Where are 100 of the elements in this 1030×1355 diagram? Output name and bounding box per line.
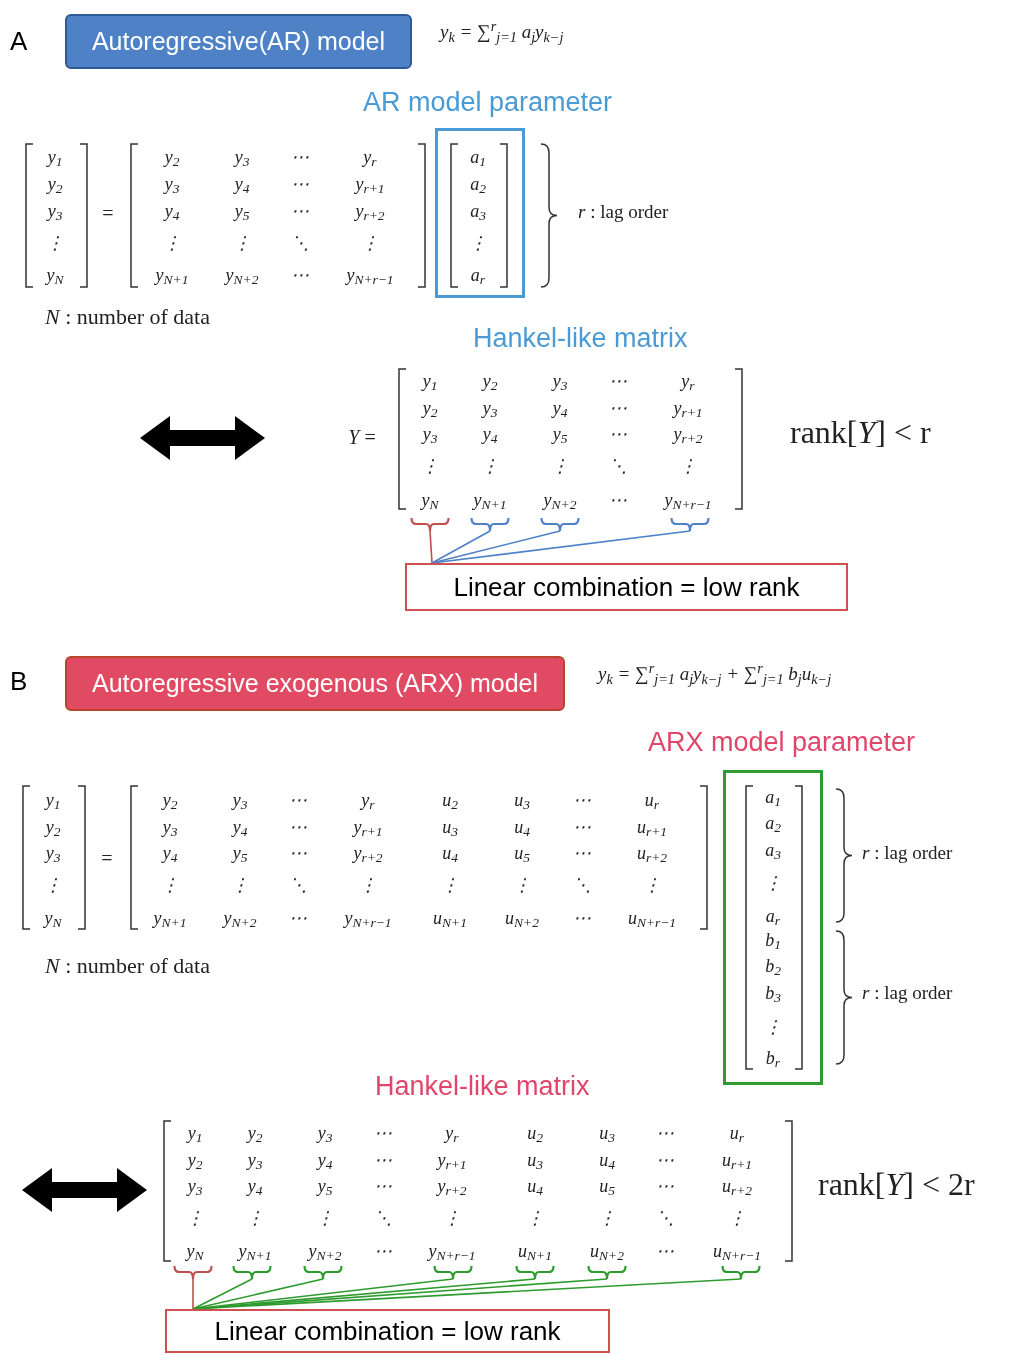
matrix-entry: ⋯ (656, 1151, 674, 1169)
panel-letter: A (10, 28, 28, 54)
matrix-entry: y$_{r+1}$ (355, 175, 385, 193)
matrix-entry: u$_{3}$ (599, 1124, 615, 1142)
vector-entry: y$_{N}$ (44, 909, 62, 927)
matrix-entry: ⋮ (359, 876, 377, 894)
matrix-entry: y$_{4}$ (234, 175, 250, 193)
matrix-entry: ⋮ (551, 457, 569, 475)
lag-order-note: r : lag order (578, 202, 669, 221)
vector-entry: y$_{1}$ (47, 148, 63, 166)
matrix-entry: y$_{r}$ (445, 1124, 459, 1142)
matrix-entry: y$_{N+1}$ (473, 491, 507, 509)
matrix-entry: u$_{4}$ (514, 818, 530, 836)
matrix-entry: ⋮ (441, 876, 459, 894)
parameter-heading: AR model parameter (363, 89, 613, 116)
matrix-entry: y$_{3}$ (187, 1177, 203, 1195)
vector-entry: ⋮ (764, 871, 782, 895)
underbrace (540, 518, 580, 532)
underbrace (433, 1266, 473, 1280)
matrix-entry: y$_{4}$ (482, 425, 498, 443)
matrix-entry: u$_{3}$ (442, 818, 458, 836)
matrix-entry: u$_{3}$ (514, 791, 530, 809)
matrix-entry: y$_{r}$ (681, 372, 695, 390)
matrix-entry: y$_{4}$ (164, 202, 180, 220)
matrix-heading: Hankel-like matrix (473, 325, 688, 352)
vector-entry: y$_{2}$ (45, 818, 61, 836)
matrix-entry: ⋮ (643, 876, 661, 894)
matrix-entry: u$_{N+1}$ (518, 1242, 552, 1260)
panel-letter: B (10, 668, 28, 694)
matrix-name: Y = (348, 427, 376, 447)
equals-sign: = (101, 848, 113, 868)
matrix-entry: ⋯ (656, 1124, 674, 1142)
equals-sign: = (102, 203, 114, 223)
matrix-entry: y$_{2}$ (482, 372, 498, 390)
matrix-entry: ⋯ (374, 1151, 392, 1169)
matrix-entry: y$_{3}$ (422, 425, 438, 443)
matrix-entry: y$_{N+2}$ (225, 266, 259, 284)
vector-entry: b$_{r}$ (765, 1046, 781, 1072)
matrix-entry: y$_{3}$ (317, 1124, 333, 1142)
matrix-entry: ⋮ (316, 1209, 334, 1227)
matrix-entry: u$_{N+1}$ (433, 909, 467, 927)
matrix-entry: ⋯ (573, 791, 591, 809)
vector-entry: a$_{3}$ (765, 838, 781, 864)
matrix-entry: ⋯ (291, 148, 309, 166)
vector-entry: y$_{N}$ (46, 266, 64, 284)
matrix-entry: y$_{2}$ (247, 1124, 263, 1142)
matrix-entry: ⋯ (289, 909, 307, 927)
matrix-entry: y$_{3}$ (162, 818, 178, 836)
matrix-entry: ⋮ (679, 457, 697, 475)
matrix-entry: y$_{4}$ (232, 818, 248, 836)
leader-line (429, 530, 433, 564)
matrix-entry: u$_{r+2}$ (721, 1177, 753, 1195)
matrix-entry: ⋮ (728, 1209, 746, 1227)
matrix-entry: ⋯ (291, 175, 309, 193)
matrix-entry: ⋱ (291, 234, 309, 252)
vector-entry: ⋮ (764, 1015, 782, 1039)
underbrace (232, 1266, 272, 1280)
matrix-entry: ⋯ (291, 202, 309, 220)
matrix-entry: y$_{N+1}$ (238, 1242, 272, 1260)
matrix-entry: ⋱ (609, 457, 627, 475)
matrix-entry: u$_{4}$ (442, 844, 458, 862)
matrix-entry: ⋱ (573, 876, 591, 894)
matrix-entry: y$_{N+2}$ (223, 909, 257, 927)
annotation-box: Linear combination = low rank (165, 1309, 610, 1353)
lag-order-note: r : lag order (862, 843, 953, 862)
underbrace (670, 518, 710, 532)
matrix-entry: ⋮ (598, 1209, 616, 1227)
vector-entry: ⋮ (469, 231, 487, 255)
matrix-entry: y$_{3}$ (482, 399, 498, 417)
matrix-entry: y$_{3}$ (234, 148, 250, 166)
matrix-entry: y$_{4}$ (247, 1177, 263, 1195)
vector-entry: ⋮ (44, 876, 62, 894)
matrix-entry: y$_{r+2}$ (673, 425, 703, 443)
matrix-entry: ⋯ (609, 372, 627, 390)
matrix-entry: y$_{2}$ (162, 791, 178, 809)
vector-entry: a$_{1}$ (470, 145, 486, 171)
matrix-entry: y$_{N}$ (421, 491, 439, 509)
matrix-entry: y$_{N+r−1}$ (344, 909, 392, 927)
matrix-entry: ⋯ (374, 1177, 392, 1195)
matrix-entry: ⋯ (289, 818, 307, 836)
matrix-entry: ⋯ (374, 1242, 392, 1260)
data-count-note: N : number of data (45, 955, 210, 977)
matrix-entry: ⋮ (163, 234, 181, 252)
leader-line (431, 530, 491, 564)
matrix-entry: ⋮ (231, 876, 249, 894)
matrix-entry: y$_{5}$ (234, 202, 250, 220)
matrix-entry: ⋯ (573, 844, 591, 862)
matrix-entry: u$_{r}$ (729, 1124, 745, 1142)
matrix-entry: y$_{1}$ (187, 1124, 203, 1142)
matrix-entry: u$_{2}$ (527, 1124, 543, 1142)
model-title-box: Autoregressive(AR) model (65, 14, 412, 69)
matrix-entry: ⋯ (656, 1242, 674, 1260)
underbrace (587, 1266, 627, 1280)
matrix-entry: ⋮ (443, 1209, 461, 1227)
vector-entry: b$_{2}$ (765, 954, 781, 980)
matrix-entry: ⋱ (289, 876, 307, 894)
underbrace (303, 1266, 343, 1280)
matrix-entry: y$_{3}$ (232, 791, 248, 809)
annotation-box: Linear combination = low rank (405, 563, 848, 611)
matrix-entry: ⋯ (573, 909, 591, 927)
